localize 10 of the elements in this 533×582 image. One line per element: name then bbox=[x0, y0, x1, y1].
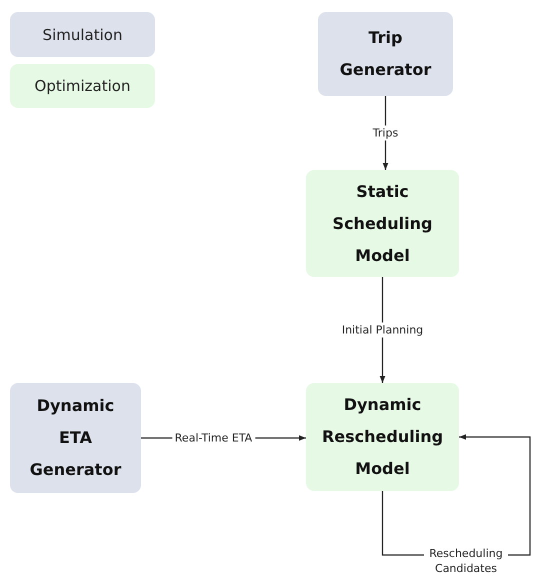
legend-label: Optimization bbox=[34, 77, 130, 95]
node-label: Dynamic Rescheduling Model bbox=[320, 394, 444, 480]
node-label: Static Scheduling Model bbox=[332, 180, 434, 266]
process-box bbox=[318, 12, 453, 96]
legend-label: Simulation bbox=[42, 26, 122, 44]
process-box bbox=[306, 170, 459, 277]
node-label: Trip Generator bbox=[338, 27, 432, 81]
node-label: Dynamic ETA Generator bbox=[28, 395, 122, 481]
process-box bbox=[10, 383, 141, 493]
process-box bbox=[306, 383, 459, 491]
